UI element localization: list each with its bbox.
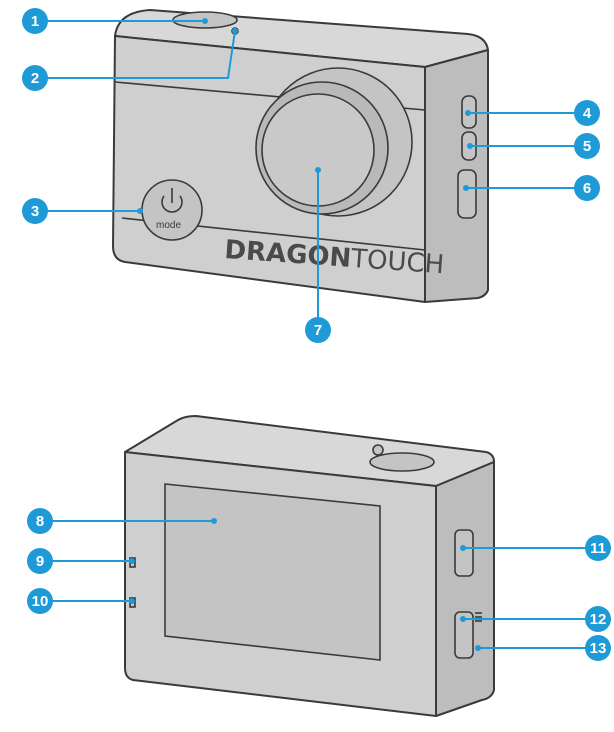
callout-badge-13: 13 [585, 635, 611, 661]
callout-number-10: 10 [32, 593, 49, 610]
camera-back-side-face [435, 461, 495, 717]
callout-number-5: 5 [583, 138, 591, 155]
callout-badge-11: 11 [585, 535, 611, 561]
callout-badge-2: 2 [22, 65, 48, 91]
callout-dots [129, 18, 481, 651]
callout-number-9: 9 [36, 553, 44, 570]
back-top-indicator [372, 444, 384, 456]
micro-sd-slot[interactable] [457, 169, 477, 219]
callout-number-12: 12 [590, 611, 607, 628]
callout-badge-12: 12 [585, 606, 611, 632]
callout-number-4: 4 [583, 105, 592, 122]
callout-number-13: 13 [590, 640, 607, 657]
brand-logo-secondary: TOUCH [349, 244, 445, 280]
callout-badge-10: 10 [27, 588, 53, 614]
power-icon [161, 188, 183, 213]
callout-leaders [47, 20, 586, 649]
callout-number-3: 3 [31, 203, 39, 220]
callout-badge-3: 3 [22, 198, 48, 224]
callout-number-8: 8 [36, 513, 44, 530]
callout-badge-5: 5 [574, 133, 600, 159]
callout-number-11: 11 [590, 540, 606, 557]
callout-number-2: 2 [31, 70, 39, 87]
callout-number-6: 6 [583, 180, 591, 197]
callout-badges: 1 2 3 4 5 6 7 8 9 10 11 12 13 [22, 8, 611, 661]
callout-badge-1: 1 [22, 8, 48, 34]
mode-button-label: mode [156, 220, 181, 231]
down-button[interactable] [454, 611, 474, 659]
callout-number-1: 1 [31, 13, 39, 30]
callout-badge-4: 4 [574, 100, 600, 126]
callout-badge-8: 8 [27, 508, 53, 534]
speaker-grille [475, 612, 482, 622]
callout-badge-9: 9 [27, 548, 53, 574]
callout-number-7: 7 [314, 322, 322, 339]
camera-front-view: mode DRAGONTOUCH [112, 9, 489, 303]
callout-badge-7: 7 [305, 317, 331, 343]
back-shutter-button[interactable] [369, 452, 435, 472]
leader-2 [47, 30, 236, 79]
callout-badge-6: 6 [574, 175, 600, 201]
up-wifi-button[interactable] [454, 529, 474, 577]
lcd-screen[interactable] [164, 483, 381, 661]
camera-back-view [124, 415, 495, 717]
